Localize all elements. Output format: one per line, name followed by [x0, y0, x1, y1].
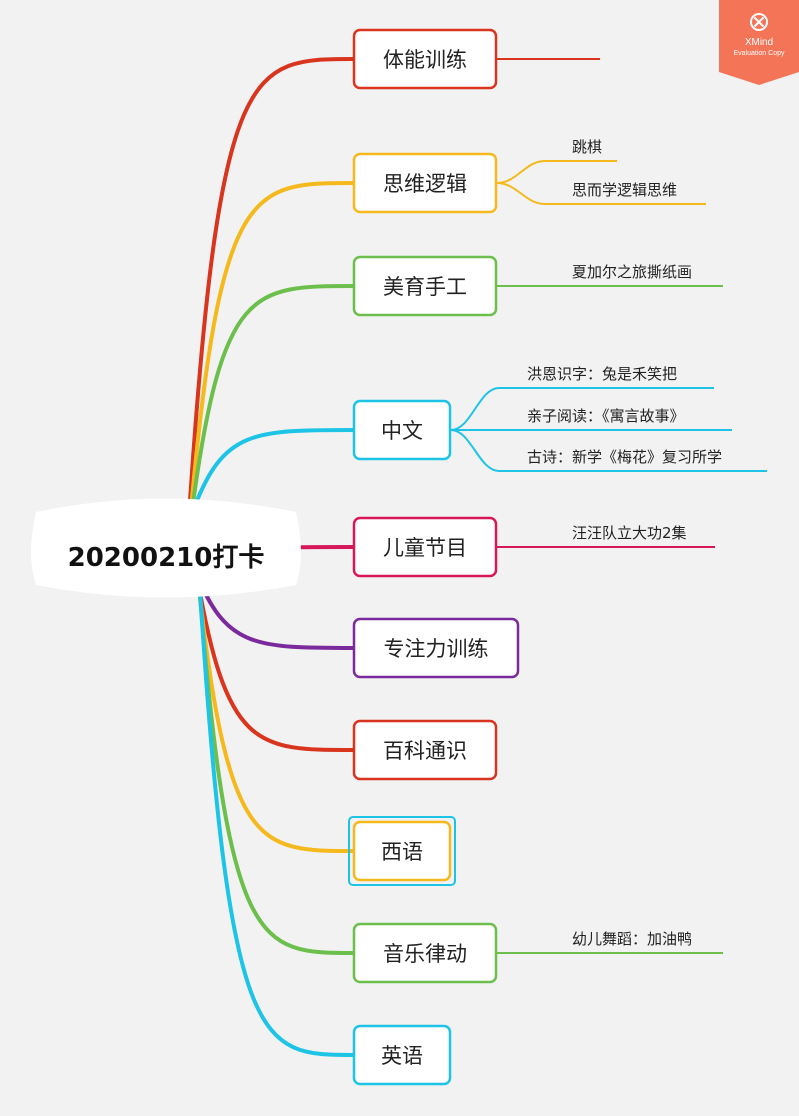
topic-box: [352, 28, 498, 90]
branch-connector: [190, 284, 356, 512]
topic-box: [352, 719, 498, 781]
topic-label: 体能训练: [383, 48, 467, 72]
topic-node[interactable]: 百科通识: [352, 719, 498, 781]
topic-label: 百科通识: [383, 739, 467, 763]
topic-node[interactable]: 体能训练: [352, 28, 498, 90]
branch-connector: [194, 568, 356, 752]
topic-node[interactable]: 音乐律动: [352, 922, 498, 984]
topic-label: 音乐律动: [383, 942, 467, 966]
topic-node[interactable]: 美育手工: [352, 255, 498, 317]
xmind-logo-icon: [750, 13, 768, 31]
topic-box: [352, 1024, 452, 1086]
subtopic-connector: [496, 160, 617, 184]
topic-label: 英语: [381, 1044, 423, 1068]
subtopic-label[interactable]: 思而学逻辑思维: [572, 181, 677, 199]
central-topic[interactable]: 20200210打卡: [31, 498, 301, 598]
topic-box: [352, 820, 452, 882]
watermark-brand: XMind: [745, 37, 773, 48]
topic-label: 专注力训练: [384, 637, 489, 661]
topic-node[interactable]: 英语: [352, 1024, 452, 1086]
subtopic-label[interactable]: 跳棋: [572, 138, 602, 156]
subtopic-label[interactable]: 亲子阅读：《寓言故事》: [527, 407, 685, 425]
topic-box: [352, 399, 452, 461]
xmind-watermark: XMind Evaluation Copy: [719, 0, 799, 85]
subtopic-label[interactable]: 汪汪队立大功2集: [572, 524, 687, 542]
topic-node[interactable]: 中文: [352, 399, 452, 461]
topic-box: [352, 516, 498, 578]
subtopic-connector: [450, 429, 767, 472]
branch-connector: [191, 428, 356, 512]
topic-label: 西语: [381, 840, 423, 864]
subtopic-label[interactable]: 洪恩识字：兔是禾笑把: [527, 365, 677, 383]
topic-label: 思维逻辑: [383, 172, 467, 196]
branch-connector: [188, 181, 356, 512]
watermark-note: Evaluation Copy: [734, 50, 785, 57]
branch-connector: [196, 568, 356, 1057]
central-topic-label: 20200210打卡: [68, 543, 265, 573]
topic-box: [352, 152, 498, 214]
subtopic-label[interactable]: 古诗：新学《梅花》复习所学: [527, 448, 722, 466]
branch-connector: [195, 568, 356, 955]
branch-connector: [187, 57, 356, 512]
topic-box: [352, 617, 520, 679]
topic-node[interactable]: 思维逻辑: [352, 152, 498, 214]
topic-node[interactable]: 儿童节目: [352, 516, 498, 578]
watermark-ribbon: [719, 0, 799, 85]
topic-box: [352, 255, 498, 317]
subtopic-label[interactable]: 夏加尔之旅撕纸画: [572, 263, 692, 281]
subtopic-label[interactable]: 幼儿舞蹈：加油鸭: [572, 930, 692, 948]
subtopic-connector: [450, 387, 714, 431]
central-topic-shape: [31, 498, 301, 598]
topic-label: 美育手工: [383, 275, 467, 299]
topic-node[interactable]: 专注力训练: [352, 617, 520, 679]
topic-label: 中文: [381, 419, 423, 443]
topic-label: 儿童节目: [383, 536, 467, 560]
topic-box: [352, 922, 498, 984]
branch-connector: [194, 568, 356, 853]
subtopic-connector: [496, 182, 706, 205]
selection-outline: [348, 816, 456, 886]
topic-node[interactable]: 西语: [352, 820, 452, 882]
